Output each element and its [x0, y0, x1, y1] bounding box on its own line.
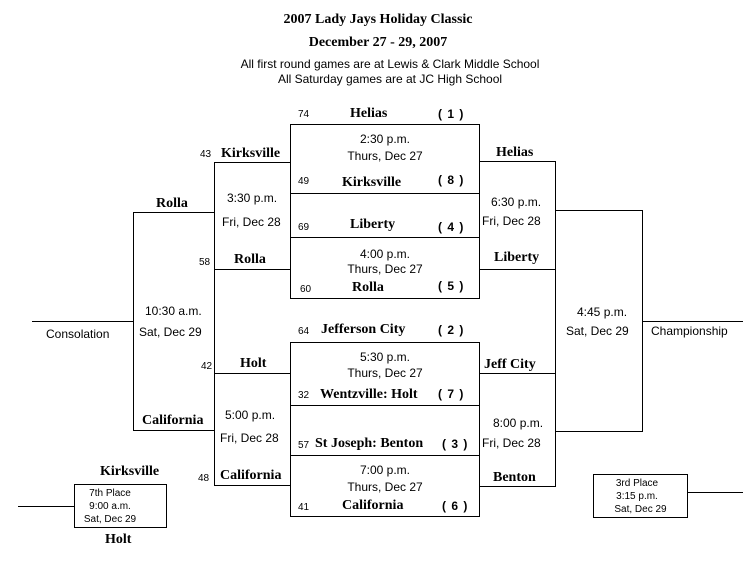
- consolation-semi1-bottom-score: 58: [199, 257, 211, 268]
- game2-bottom-seed: ( 5 ): [438, 279, 465, 293]
- championship-semi2-top-team: Jeff City: [484, 357, 536, 372]
- game1-box: [290, 124, 480, 194]
- seventh-place-label: 7th Place: [89, 488, 131, 499]
- game1-top-score: 74: [298, 109, 310, 120]
- consolation-semi2-bottom-score: 48: [198, 473, 210, 484]
- consolation-final-bottom-team: California: [142, 413, 204, 428]
- consolation-semi1-bottom-team: Rolla: [234, 252, 266, 267]
- consolation-semi1-top-team: Kirksville: [221, 146, 281, 161]
- championship-line: [643, 321, 743, 322]
- game4-day: Thurs, Dec 27: [347, 480, 423, 494]
- consolation-final-time: 10:30 a.m.: [145, 304, 202, 318]
- championship-label: Championship: [651, 324, 728, 338]
- championship-semi2-day: Fri, Dec 28: [482, 436, 541, 450]
- consolation-semi2-day: Fri, Dec 28: [220, 431, 279, 445]
- game1-bottom-seed: ( 8 ): [438, 173, 465, 187]
- game3-top-score: 64: [298, 326, 310, 337]
- championship-semi2-bottom-team: Benton: [493, 470, 536, 485]
- game1-top-team: Helias: [350, 106, 388, 121]
- game3-time: 5:30 p.m.: [359, 350, 411, 364]
- consolation-semi2-time: 5:00 p.m.: [225, 408, 276, 422]
- championship-final-box: [555, 210, 643, 432]
- championship-semi1-top-team: Helias: [496, 145, 534, 160]
- game4-top-score: 57: [298, 440, 310, 451]
- game3-day: Thurs, Dec 27: [347, 366, 423, 380]
- game3-bottom-seed: ( 7 ): [438, 387, 465, 401]
- championship-semi1-day: Fri, Dec 28: [482, 214, 541, 228]
- consolation-semi2-top-score: 42: [201, 361, 213, 372]
- game4-bottom-seed: ( 6 ): [442, 499, 469, 513]
- game3-bottom-team: Wentzville: Holt: [320, 387, 418, 402]
- seventh-place-day: Sat, Dec 29: [83, 514, 137, 525]
- game1-day: Thurs, Dec 27: [347, 149, 423, 163]
- championship-semi1-bottom-team: Liberty: [494, 250, 540, 265]
- third-place-line: [688, 492, 743, 493]
- game3-bottom-score: 32: [298, 390, 310, 401]
- consolation-final-top-team: Rolla: [156, 196, 188, 211]
- game4-top-team: St Joseph: Benton: [315, 436, 424, 451]
- game1-time: 2:30 p.m.: [359, 132, 411, 146]
- game4-bottom-team: California: [342, 498, 404, 513]
- consolation-semi1-top-score: 43: [200, 149, 212, 160]
- championship-final-day: Sat, Dec 29: [566, 324, 629, 338]
- third-place-day: Sat, Dec 29: [614, 504, 667, 515]
- game1-top-seed: ( 1 ): [438, 107, 465, 121]
- seventh-place-line: [18, 506, 74, 507]
- game4-time: 7:00 p.m.: [359, 463, 411, 477]
- consolation-semi2-top-team: Holt: [240, 356, 267, 371]
- seventh-place-top-team: Kirksville: [100, 464, 160, 479]
- venue-note-first-round: All first round games are at Lewis & Cla…: [240, 57, 540, 71]
- seventh-place-bottom-team: Holt: [105, 532, 132, 547]
- consolation-final-day: Sat, Dec 29: [139, 325, 202, 339]
- championship-semi1-time: 6:30 p.m.: [491, 195, 542, 209]
- game2-top-score: 69: [298, 222, 310, 233]
- game3-top-team: Jefferson City: [321, 322, 406, 337]
- consolation-semi2-bottom-team: California: [220, 468, 282, 483]
- game3-top-seed: ( 2 ): [438, 323, 465, 337]
- game1-bottom-team: Kirksville: [342, 175, 402, 190]
- consolation-final-box: [133, 212, 215, 431]
- game2-bottom-score: 60: [300, 284, 312, 295]
- consolation-semi1-time: 3:30 p.m.: [227, 191, 278, 205]
- game2-bottom-team: Rolla: [352, 280, 384, 295]
- game4-bottom-score: 41: [298, 502, 310, 513]
- third-place-time: 3:15 p.m.: [616, 491, 658, 502]
- consolation-line: [32, 321, 133, 322]
- consolation-semi1-day: Fri, Dec 28: [222, 215, 281, 229]
- consolation-label: Consolation: [46, 327, 110, 341]
- page-title: 2007 Lady Jays Holiday Classic: [283, 12, 473, 27]
- third-place-label: 3rd Place: [615, 478, 659, 489]
- seventh-place-time: 9:00 a.m.: [89, 501, 131, 512]
- game4-top-seed: ( 3 ): [442, 437, 469, 451]
- game2-time: 4:00 p.m.: [359, 247, 411, 261]
- third-place-box: [593, 474, 688, 518]
- game2-top-seed: ( 4 ): [438, 220, 465, 234]
- game2-top-team: Liberty: [350, 217, 396, 232]
- venue-note-saturday: All Saturday games are at JC High School: [277, 72, 503, 86]
- game1-bottom-score: 49: [298, 176, 310, 187]
- game2-day: Thurs, Dec 27: [347, 262, 423, 276]
- championship-semi2-time: 8:00 p.m.: [493, 416, 544, 430]
- tournament-dates: December 27 - 29, 2007: [308, 35, 448, 50]
- seventh-place-box: [74, 484, 167, 528]
- championship-final-time: 4:45 p.m.: [577, 305, 628, 319]
